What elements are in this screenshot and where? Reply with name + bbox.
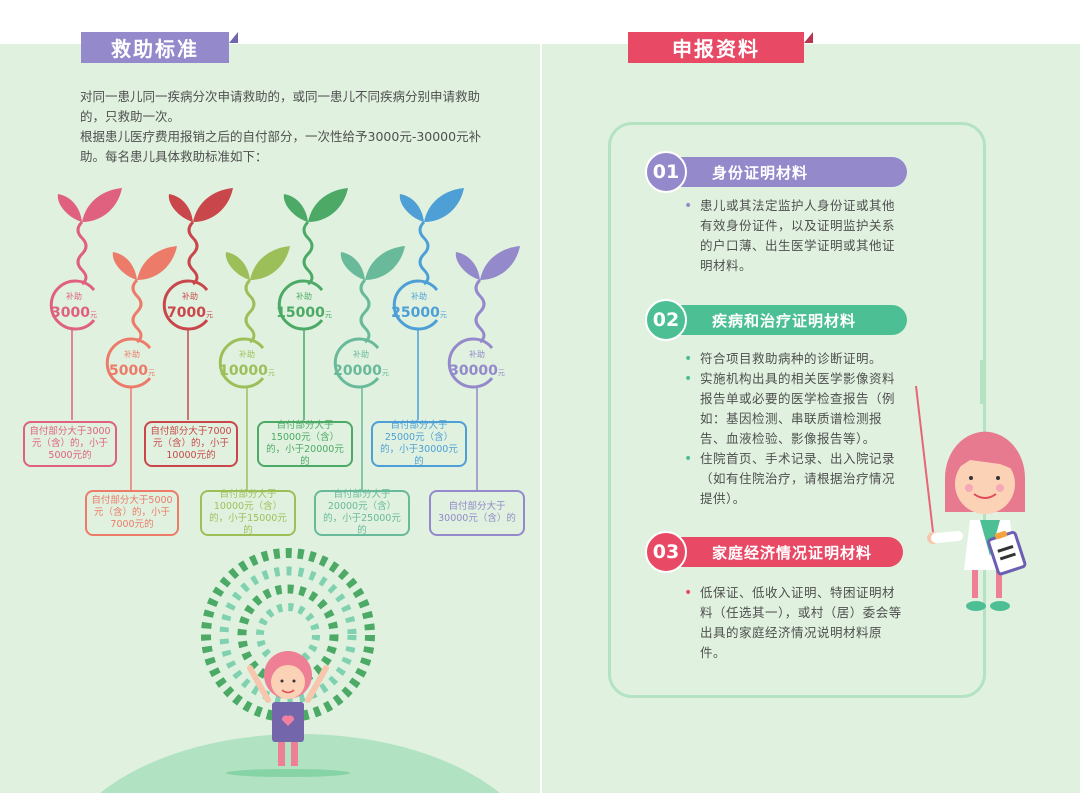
girl-tree-illustration — [201, 548, 375, 777]
section-list-identity: 患儿或其法定监护人身份证或其他有效身份证件，以及证明监护关系的户口薄、出生医学证… — [684, 196, 904, 276]
intro-paragraph: 根据患儿医疗费用报销之后的自付部分，一次性给予3000元-30000元补助。每名… — [80, 129, 482, 164]
condition-box: 自付部分大于10000元（含）的，小于15000元的 — [200, 489, 296, 536]
section-number-badge: 02 — [645, 299, 687, 341]
subsidy-label: 补助 — [239, 350, 255, 359]
section-header-identity: 身份证明材料 — [660, 157, 907, 187]
subsidy-value: 7000 — [167, 305, 206, 321]
subsidy-amount-20000: 补助 20000元 — [331, 350, 391, 379]
unit-label: 元 — [205, 311, 213, 319]
subsidy-amount-7000: 补助 7000元 — [160, 292, 220, 321]
list-item: 低保证、低收入证明、特困证明材料（任选其一），或村（居）委会等出具的家庭经济情况… — [684, 583, 906, 663]
section-list-financial: 低保证、低收入证明、特困证明材料（任选其一），或村（居）委会等出具的家庭经济情况… — [684, 583, 906, 663]
subsidy-amount-3000: 补助 3000元 — [44, 292, 104, 321]
section-header-title: 疾病和治疗证明材料 — [712, 311, 857, 330]
subsidy-label: 补助 — [124, 350, 140, 359]
section-title: 申报资料 — [672, 37, 760, 61]
ribbon-fold-icon — [229, 32, 238, 43]
section-title-ribbon: 救助标准 — [81, 32, 238, 63]
section-title-ribbon: 申报资料 — [628, 32, 813, 63]
section-header-title: 身份证明材料 — [712, 163, 809, 182]
subsidy-amount-15000: 补助 15000元 — [274, 292, 334, 321]
section-header-medical: 疾病和治疗证明材料 — [660, 305, 907, 335]
section-title: 救助标准 — [111, 37, 199, 61]
intro-text: 对同一患儿同一疾病分次申请救助的，或同一患儿不同疾病分别申请救助的，只救助一次。… — [80, 87, 500, 167]
subsidy-label: 补助 — [353, 350, 369, 359]
subsidy-amount-10000: 补助 10000元 — [217, 350, 277, 379]
list-item: 实施机构出具的相关医学影像资料报告单或必要的医学检查报告（例如：基因检测、串联质… — [684, 369, 906, 449]
unit-label: 元 — [381, 369, 389, 377]
subsidy-label: 补助 — [182, 292, 198, 301]
unit-label: 元 — [89, 311, 97, 319]
section-list-medical: 符合项目救助病种的诊断证明。 实施机构出具的相关医学影像资料报告单或必要的医学检… — [684, 349, 906, 509]
materials-card — [608, 122, 986, 698]
subsidy-value: 20000 — [333, 363, 382, 379]
unit-label: 元 — [147, 369, 155, 377]
subsidy-value: 10000 — [219, 363, 268, 379]
unit-label: 元 — [439, 311, 447, 319]
condition-box: 自付部分大于7000元（含）的，小于10000元的 — [144, 421, 238, 467]
condition-box: 自付部分大于20000元（含）的，小于25000元的 — [314, 489, 410, 536]
subsidy-value: 25000 — [391, 305, 440, 321]
subsidy-amount-25000: 补助 25000元 — [389, 292, 449, 321]
section-header-financial: 家庭经济情况证明材料 — [660, 537, 903, 567]
subsidy-label: 补助 — [411, 292, 427, 301]
condition-box: 自付部分大于15000元（含）的，小于20000元的 — [257, 420, 353, 467]
condition-box: 自付部分大于25000元（含）的，小于30000元的 — [371, 420, 467, 467]
doctor-illustration — [915, 360, 1027, 611]
unit-label: 元 — [497, 369, 505, 377]
ribbon-fold-icon — [804, 32, 813, 43]
unit-label: 元 — [324, 311, 332, 319]
section-number-badge: 01 — [645, 151, 687, 193]
section-header-title: 家庭经济情况证明材料 — [712, 543, 873, 562]
plants-graphic — [49, 188, 520, 490]
subsidy-value: 5000 — [109, 363, 148, 379]
intro-paragraph: 对同一患儿同一疾病分次申请救助的，或同一患儿不同疾病分别申请救助的，只救助一次。 — [80, 89, 481, 124]
list-item: 符合项目救助病种的诊断证明。 — [684, 349, 906, 369]
subsidy-amount-30000: 补助 30000元 — [447, 350, 507, 379]
hill-illustration — [100, 734, 500, 793]
subsidy-label: 补助 — [469, 350, 485, 359]
section-number-badge: 03 — [645, 531, 687, 573]
list-item: 住院首页、手术记录、出入院记录（如有住院治疗，请根据治疗情况提供）。 — [684, 449, 906, 509]
subsidy-label: 补助 — [296, 292, 312, 301]
subsidy-value: 30000 — [449, 363, 498, 379]
condition-box: 自付部分大于5000元（含）的，小于7000元的 — [85, 490, 179, 536]
condition-box: 自付部分大于30000元（含）的 — [429, 490, 525, 536]
unit-label: 元 — [267, 369, 275, 377]
subsidy-label: 补助 — [66, 292, 82, 301]
list-item: 患儿或其法定监护人身份证或其他有效身份证件，以及证明监护关系的户口薄、出生医学证… — [684, 196, 904, 276]
subsidy-value: 15000 — [276, 305, 325, 321]
condition-box: 自付部分大于3000元（含）的，小于5000元的 — [23, 421, 117, 467]
subsidy-value: 3000 — [51, 305, 90, 321]
subsidy-amount-5000: 补助 5000元 — [102, 350, 162, 379]
